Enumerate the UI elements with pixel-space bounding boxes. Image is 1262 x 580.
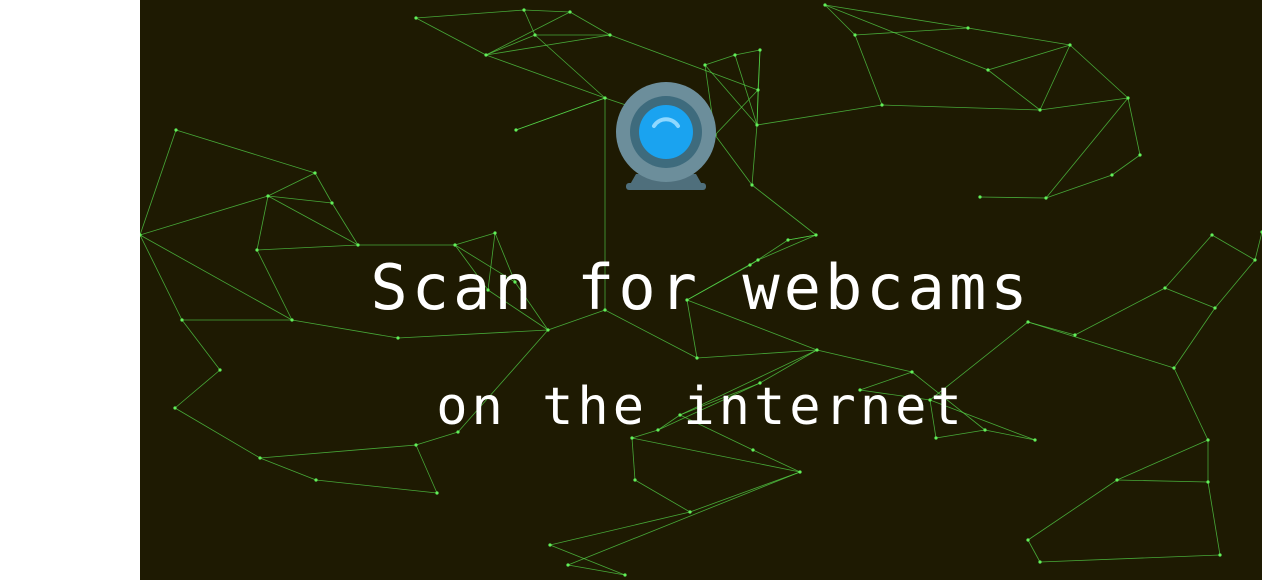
banner: Scan for webcams on the internet xyxy=(140,0,1262,580)
banner-title: Scan for webcams xyxy=(370,251,1032,324)
webcam-icon xyxy=(616,82,716,190)
network-background xyxy=(140,3,1262,577)
banner-subtitle: on the internet xyxy=(436,377,966,437)
left-margin xyxy=(0,0,140,580)
